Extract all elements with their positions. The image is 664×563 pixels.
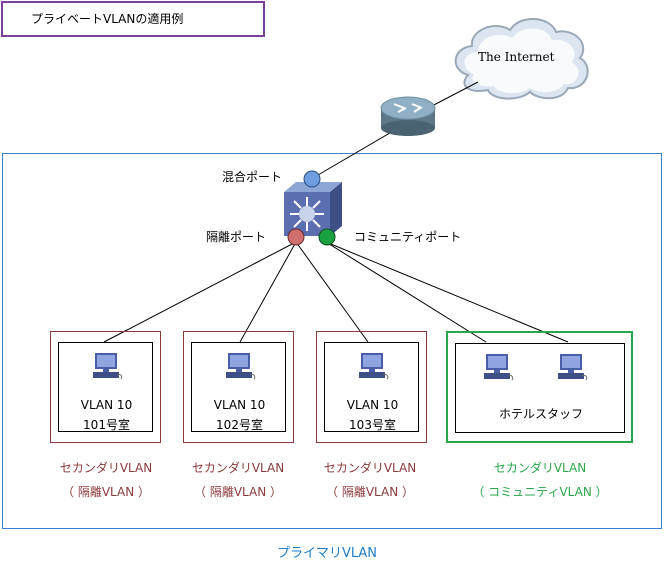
room-102-vlan: VLAN 10	[213, 398, 266, 412]
room-101-group: VLAN 10 101号室	[50, 331, 161, 443]
room-103-secondary-vlan: セカンダリVLAN	[323, 461, 417, 475]
pc-icon	[93, 353, 123, 380]
router-icon	[380, 96, 436, 136]
promiscuous-port-icon	[303, 170, 321, 188]
hotel-staff-label: ホテルスタッフ	[498, 407, 583, 421]
hotel-staff-group: ホテルスタッフ	[446, 331, 633, 443]
staff-vlan-type: （ コミュニティVLAN ）	[472, 485, 608, 499]
pc-icon	[359, 353, 389, 380]
internet-label: The Internet	[478, 50, 555, 64]
layer3-switch-icon	[284, 182, 342, 236]
room-102-label: 102号室	[216, 418, 263, 432]
pc-icon	[484, 354, 514, 381]
room-101-secondary-vlan: セカンダリVLAN	[59, 461, 153, 475]
room-103-label: 103号室	[349, 418, 396, 432]
room-101-label: 101号室	[83, 418, 130, 432]
room-102-vlan-type: （ 隔離VLAN ）	[194, 485, 282, 499]
staff-secondary-vlan: セカンダリVLAN	[493, 461, 587, 475]
pc-icon	[226, 353, 256, 380]
community-port-icon	[318, 228, 336, 246]
primary-vlan-label: プライマリVLAN	[276, 546, 378, 561]
room-102-group: VLAN 10 102号室	[183, 331, 294, 443]
room-103-vlan: VLAN 10	[346, 398, 399, 412]
room-101-box: VLAN 10 101号室	[58, 342, 153, 432]
isolated-port-icon	[287, 228, 305, 246]
pc-icon	[558, 354, 588, 381]
room-103-vlan-type: （ 隔離VLAN ）	[326, 485, 414, 499]
room-103-box: VLAN 10 103号室	[324, 342, 419, 432]
isolated-port-label: 隔離ポート	[206, 230, 267, 244]
diagram-title: プライベートVLANの適用例	[1, 1, 265, 37]
promiscuous-port-label: 混合ポート	[222, 170, 283, 184]
room-101-vlan-type: （ 隔離VLAN ）	[62, 485, 150, 499]
room-102-secondary-vlan: セカンダリVLAN	[191, 461, 285, 475]
hotel-staff-box: ホテルスタッフ	[455, 343, 625, 433]
primary-vlan-boundary	[2, 153, 662, 529]
room-103-group: VLAN 10 103号室	[316, 331, 427, 443]
internet-cloud-icon	[454, 17, 589, 100]
room-102-box: VLAN 10 102号室	[191, 342, 286, 432]
room-101-vlan: VLAN 10	[80, 398, 133, 412]
community-port-label: コミュニティポート	[354, 230, 462, 244]
